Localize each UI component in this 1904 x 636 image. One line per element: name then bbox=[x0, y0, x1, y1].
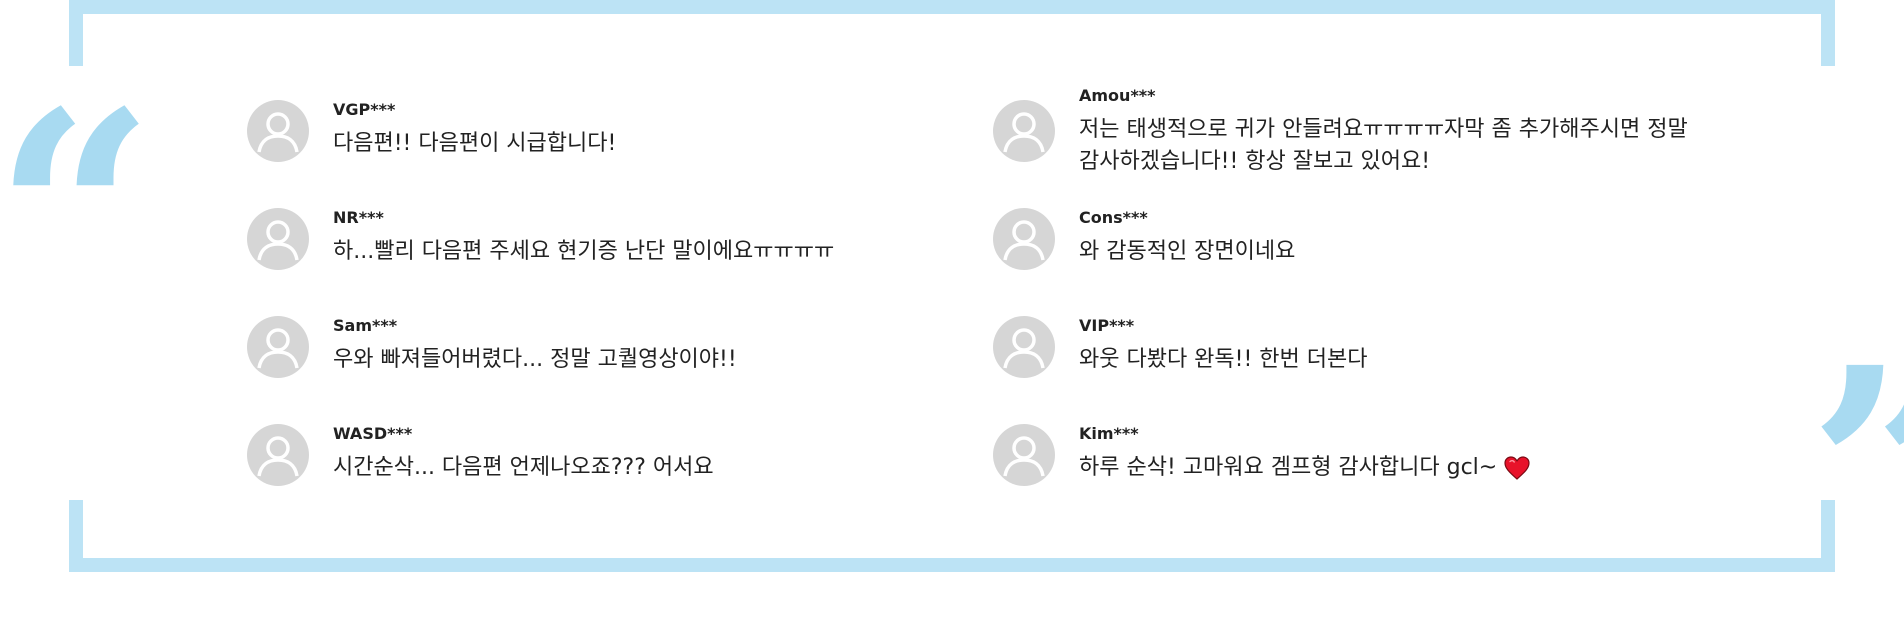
avatar-icon bbox=[247, 100, 309, 162]
review-username: Sam*** bbox=[333, 316, 398, 335]
review-comment-container: 하루 순삭! 고마워요 겜프형 감사합니다 gcl~ bbox=[1079, 452, 1689, 484]
review-card: Kim*** 하루 순삭! 고마워요 겜프형 감사합니다 gcl~ bbox=[993, 424, 1693, 524]
review-comment: 다음편!! 다음편이 시급합니다! bbox=[333, 131, 617, 156]
review-comment: 하...빨리 다음편 주세요 현기증 난단 말이에요ㅠㅠㅠㅠ bbox=[333, 239, 835, 264]
avatar-icon bbox=[993, 316, 1055, 378]
review-card: WASD*** 시간순삭... 다음편 언제나오죠??? 어서요 bbox=[247, 424, 947, 524]
review-card: VIP*** 와웃 다봤다 완독!! 한번 더본다 bbox=[993, 316, 1693, 416]
review-comment: 시간순삭... 다음편 언제나오죠??? 어서요 bbox=[333, 455, 714, 480]
frame-gap-right bbox=[1814, 66, 1846, 500]
review-username: Cons*** bbox=[1079, 208, 1148, 227]
review-comment: 우와 빠져들어버렸다... 정말 고퀄영상이야!! bbox=[333, 347, 737, 372]
review-username: VIP*** bbox=[1079, 316, 1135, 335]
review-username: Amou*** bbox=[1079, 86, 1156, 105]
open-quote-icon: “ bbox=[0, 51, 156, 380]
heart-icon bbox=[1503, 455, 1531, 481]
review-username: WASD*** bbox=[333, 424, 413, 443]
review-card: VGP*** 다음편!! 다음편이 시급합니다! bbox=[247, 100, 947, 200]
review-card: Amou*** 저는 태생적으로 귀가 안들려요ㅠㅠㅠㅠ자막 좀 추가해주시면 … bbox=[993, 86, 1693, 200]
review-comment: 와 감동적인 장면이네요 bbox=[1079, 239, 1296, 264]
avatar-icon bbox=[247, 208, 309, 270]
review-comment: 하루 순삭! 고마워요 겜프형 감사합니다 gcl~ bbox=[1079, 455, 1498, 480]
avatar-icon bbox=[993, 208, 1055, 270]
avatar-icon bbox=[247, 424, 309, 486]
review-card: Sam*** 우와 빠져들어버렸다... 정말 고퀄영상이야!! bbox=[247, 316, 947, 416]
review-comment: 와웃 다봤다 완독!! 한번 더본다 bbox=[1079, 347, 1368, 372]
close-quote-icon: ” bbox=[1808, 332, 1904, 612]
avatar-icon bbox=[993, 100, 1055, 162]
review-username: NR*** bbox=[333, 208, 384, 227]
review-card: Cons*** 와 감동적인 장면이네요 bbox=[993, 208, 1693, 308]
frame-gap-left bbox=[60, 66, 92, 500]
review-username: Kim*** bbox=[1079, 424, 1139, 443]
review-username: VGP*** bbox=[333, 100, 396, 119]
review-card: NR*** 하...빨리 다음편 주세요 현기증 난단 말이에요ㅠㅠㅠㅠ bbox=[247, 208, 947, 308]
review-comment: 저는 태생적으로 귀가 안들려요ㅠㅠㅠㅠ자막 좀 추가해주시면 정말 감사하겠습… bbox=[1079, 117, 1688, 174]
avatar-icon bbox=[993, 424, 1055, 486]
avatar-icon bbox=[247, 316, 309, 378]
